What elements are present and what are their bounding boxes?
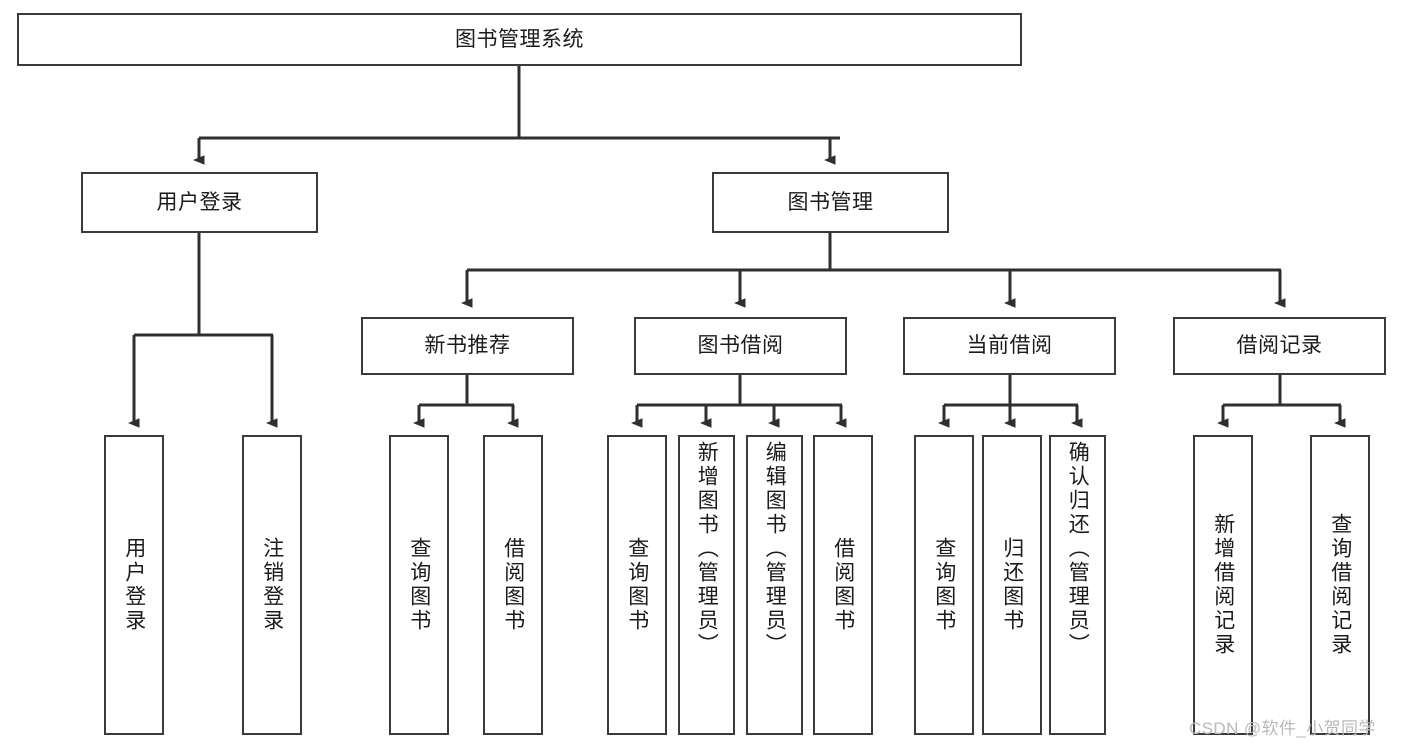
- leaf-new-book-borrow[interactable]: 借阅图书: [483, 435, 543, 735]
- node-new-book-recommend-label: 新书推荐: [424, 334, 511, 358]
- leaf-user-logout[interactable]: 注销登录: [242, 435, 302, 735]
- leaf-borrow-query-book[interactable]: 查询图书: [607, 435, 667, 735]
- node-new-book-recommend[interactable]: 新书推荐: [361, 317, 574, 375]
- node-current-borrow-label: 当前借阅: [966, 334, 1053, 358]
- leaf-add-borrow-record[interactable]: 新增借阅记录: [1193, 435, 1253, 735]
- leaf-confirm-return-admin[interactable]: 确认归还（管理员）: [1049, 435, 1106, 735]
- leaf-return-book-label: 归还图书: [1000, 537, 1024, 633]
- node-book-management[interactable]: 图书管理: [712, 172, 949, 233]
- node-user-login-label: 用户登录: [156, 190, 243, 214]
- node-user-login[interactable]: 用户登录: [81, 172, 318, 233]
- leaf-add-book-admin[interactable]: 新增图书（管理员）: [678, 435, 735, 735]
- leaf-query-borrow-record-label: 查询借阅记录: [1328, 513, 1352, 657]
- leaf-add-borrow-record-label: 新增借阅记录: [1211, 513, 1235, 657]
- leaf-current-query-book-label: 查询图书: [932, 537, 956, 633]
- leaf-edit-book-admin-label: 编辑图书（管理员）: [763, 441, 787, 657]
- node-book-management-label: 图书管理: [787, 190, 874, 214]
- leaf-add-book-admin-label: 新增图书（管理员）: [695, 441, 719, 657]
- leaf-borrow-query-book-label: 查询图书: [625, 537, 649, 633]
- node-book-borrow[interactable]: 图书借阅: [634, 317, 847, 375]
- node-current-borrow[interactable]: 当前借阅: [903, 317, 1116, 375]
- leaf-user-logout-label: 注销登录: [260, 537, 284, 633]
- leaf-confirm-return-admin-label: 确认归还（管理员）: [1066, 441, 1090, 657]
- leaf-user-login-label: 用户登录: [122, 537, 146, 633]
- leaf-new-book-query[interactable]: 查询图书: [389, 435, 449, 735]
- leaf-query-borrow-record[interactable]: 查询借阅记录: [1310, 435, 1370, 735]
- node-root-label: 图书管理系统: [455, 27, 584, 51]
- leaf-return-book[interactable]: 归还图书: [982, 435, 1042, 735]
- leaf-user-login[interactable]: 用户登录: [104, 435, 164, 735]
- leaf-borrow-book[interactable]: 借阅图书: [813, 435, 873, 735]
- node-borrow-record[interactable]: 借阅记录: [1173, 317, 1386, 375]
- node-root[interactable]: 图书管理系统: [17, 13, 1022, 66]
- leaf-new-book-borrow-label: 借阅图书: [501, 537, 525, 633]
- leaf-edit-book-admin[interactable]: 编辑图书（管理员）: [746, 435, 803, 735]
- leaf-current-query-book[interactable]: 查询图书: [914, 435, 974, 735]
- node-borrow-record-label: 借阅记录: [1236, 334, 1323, 358]
- csdn-watermark: CSDN @软件_小贺同学: [1189, 719, 1376, 738]
- leaf-new-book-query-label: 查询图书: [407, 537, 431, 633]
- leaf-borrow-book-label: 借阅图书: [831, 537, 855, 633]
- node-book-borrow-label: 图书借阅: [697, 334, 784, 358]
